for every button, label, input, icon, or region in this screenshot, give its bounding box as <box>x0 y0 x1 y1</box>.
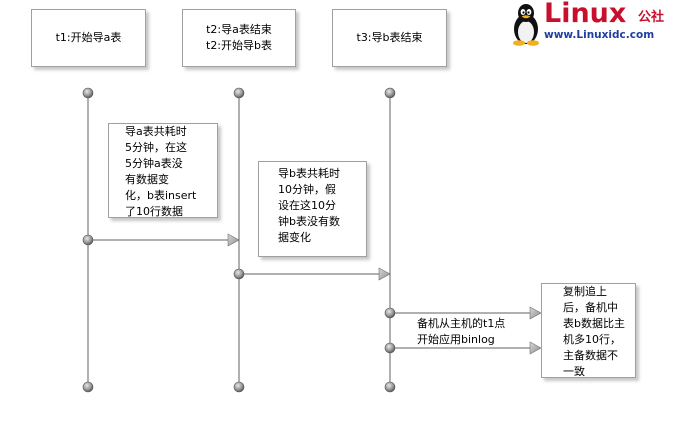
note-b-line-5: 据变化 <box>278 231 311 244</box>
lifeline-t3-message-dot-2 <box>384 342 396 354</box>
header-box-t1-label: t1:开始导a表 <box>55 31 122 44</box>
message-label-line-2: 开始应用binlog <box>417 333 495 346</box>
note-a-line-5: 化，b表insert <box>125 189 197 202</box>
header-box-t1: t1:开始导a表 <box>31 9 146 67</box>
note-a-line-1: 导a表共耗时 <box>125 125 187 138</box>
note-a-line-6: 了10行数据 <box>125 205 183 218</box>
note-c-line-1: 复制追上 <box>563 285 607 298</box>
note-a-line-3: 5分钟a表没 <box>125 157 183 170</box>
lifeline-t2-bottom-dot <box>233 381 245 393</box>
logo-cn: 公社 <box>638 10 665 25</box>
lifeline-t3-message-dot-1 <box>384 307 396 319</box>
logo-word: Linux <box>544 0 627 29</box>
message-arrow-t3-to-note-2 <box>395 341 542 355</box>
note-c-line-3: 表b数据比主 <box>563 317 625 330</box>
note-c-line-4: 机多10行， <box>563 333 621 346</box>
header-box-t2-line-1: t2:导a表结束 <box>206 23 272 36</box>
logo-url: www.Linuxidc.com <box>544 29 655 41</box>
note-b-line-1: 导b表共耗时 <box>278 167 340 180</box>
note-c-line-5: 主备数据不 <box>563 349 618 362</box>
lifeline-t3-bottom-dot <box>384 381 396 393</box>
note-b-export: 导b表共耗时 10分钟，假 设在这10分 钟b表没有数 据变化 <box>258 161 367 257</box>
lifeline-t1-message-dot <box>82 234 94 246</box>
note-c-result: 复制追上 后，备机中 表b数据比主 机多10行， 主备数据不 一致 <box>541 283 636 378</box>
linux-logo: Linux 公社 www.Linuxidc.com <box>510 0 682 46</box>
note-a-line-4: 有数据变 <box>125 173 169 186</box>
tux-penguin-icon <box>513 4 539 46</box>
note-c-line-2: 后，备机中 <box>563 301 618 314</box>
note-a-export: 导a表共耗时 5分钟，在这 5分钟a表没 有数据变 化，b表insert 了10… <box>108 123 218 218</box>
note-b-line-2: 10分钟，假 <box>278 183 336 196</box>
message-label: 备机从主机的t1点 开始应用binlog <box>417 316 505 348</box>
message-arrow-t1-to-t2 <box>93 233 240 247</box>
note-a-line-2: 5分钟，在这 <box>125 141 187 154</box>
message-arrow-t2-to-t3 <box>244 267 391 281</box>
message-arrow-t3-to-note-1 <box>395 306 542 320</box>
note-c-line-6: 一致 <box>563 365 585 378</box>
lifeline-t1 <box>82 87 94 393</box>
message-label-line-1: 备机从主机的t1点 <box>417 317 506 330</box>
lifeline-t3 <box>384 87 396 393</box>
header-box-t2-line-2: t2:开始导b表 <box>206 39 272 52</box>
header-box-t3: t3:导b表结束 <box>332 9 447 67</box>
note-b-line-3: 设在这10分 <box>278 199 336 212</box>
header-box-t3-label: t3:导b表结束 <box>356 31 423 44</box>
header-box-t2: t2:导a表结束 t2:开始导b表 <box>182 9 296 67</box>
lifeline-t3-top-dot <box>384 87 396 99</box>
lifeline-t2-message-dot <box>233 268 245 280</box>
lifeline-t1-bottom-dot <box>82 381 94 393</box>
lifeline-t2-top-dot <box>233 87 245 99</box>
lifeline-t1-top-dot <box>82 87 94 99</box>
note-b-line-4: 钟b表没有数 <box>278 215 340 228</box>
